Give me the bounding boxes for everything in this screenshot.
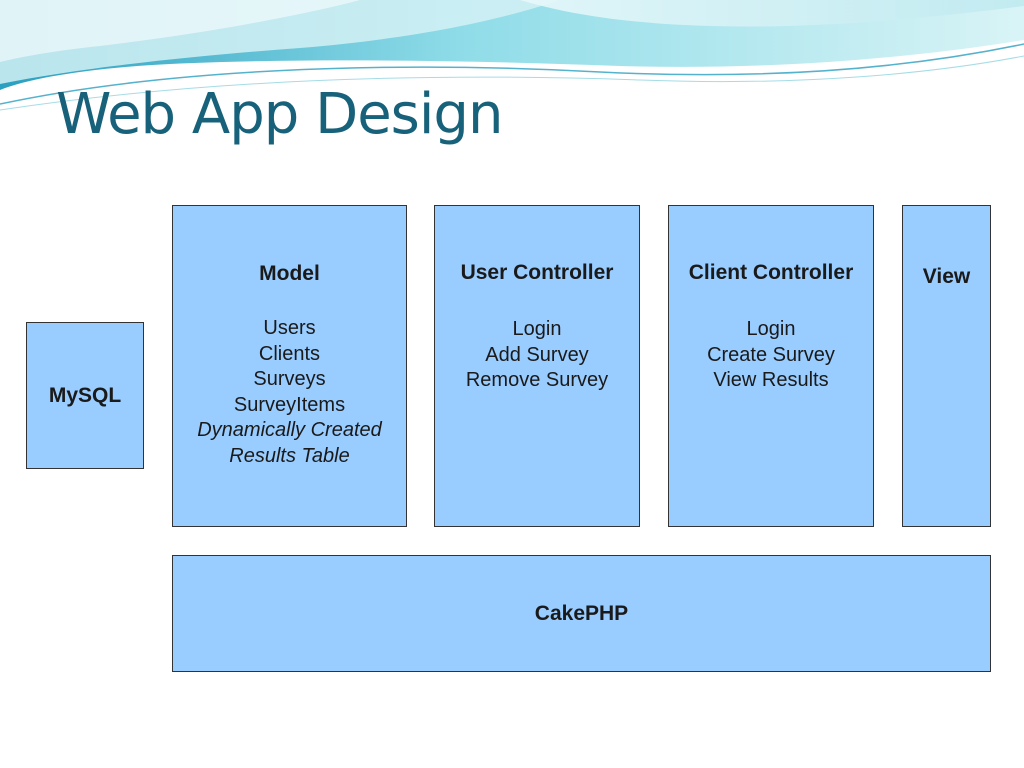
client-controller-item: View Results (713, 369, 829, 391)
client-controller-item-list: Login Create Survey View Results (669, 317, 873, 394)
user-controller-box: User Controller Login Add Survey Remove … (434, 205, 640, 527)
user-controller-item-list: Login Add Survey Remove Survey (435, 317, 639, 394)
model-box: Model Users Clients Surveys SurveyItems … (172, 205, 407, 527)
mysql-label: MySQL (48, 383, 122, 407)
cakephp-label: CakePHP (534, 601, 629, 625)
user-controller-item: Add Survey (485, 343, 589, 366)
header-wave-decoration (0, 0, 1024, 111)
model-item: Surveys (253, 368, 326, 390)
view-title: View (922, 265, 971, 288)
client-controller-item: Login (746, 318, 796, 340)
model-item: SurveyItems (233, 393, 346, 416)
model-item: Clients (258, 342, 321, 365)
view-box: View (902, 205, 991, 527)
model-item-list: Users Clients Surveys SurveyItems Dynami… (173, 316, 406, 469)
model-title: Model (259, 262, 320, 285)
client-controller-item: Create Survey (707, 343, 835, 366)
user-controller-item: Login (512, 318, 562, 340)
client-controller-box: Client Controller Login Create Survey Vi… (668, 205, 874, 527)
model-item: Users (263, 317, 316, 339)
mysql-box: MySQL (26, 322, 144, 469)
user-controller-title: User Controller (460, 261, 614, 284)
cakephp-box: CakePHP (172, 555, 991, 672)
client-controller-title: Client Controller (688, 261, 854, 284)
user-controller-item: Remove Survey (465, 369, 609, 391)
model-item-italic: Results Table (229, 444, 350, 467)
slide-title: Web App Design (56, 82, 503, 147)
model-item-italic: Dynamically Created (197, 419, 382, 441)
